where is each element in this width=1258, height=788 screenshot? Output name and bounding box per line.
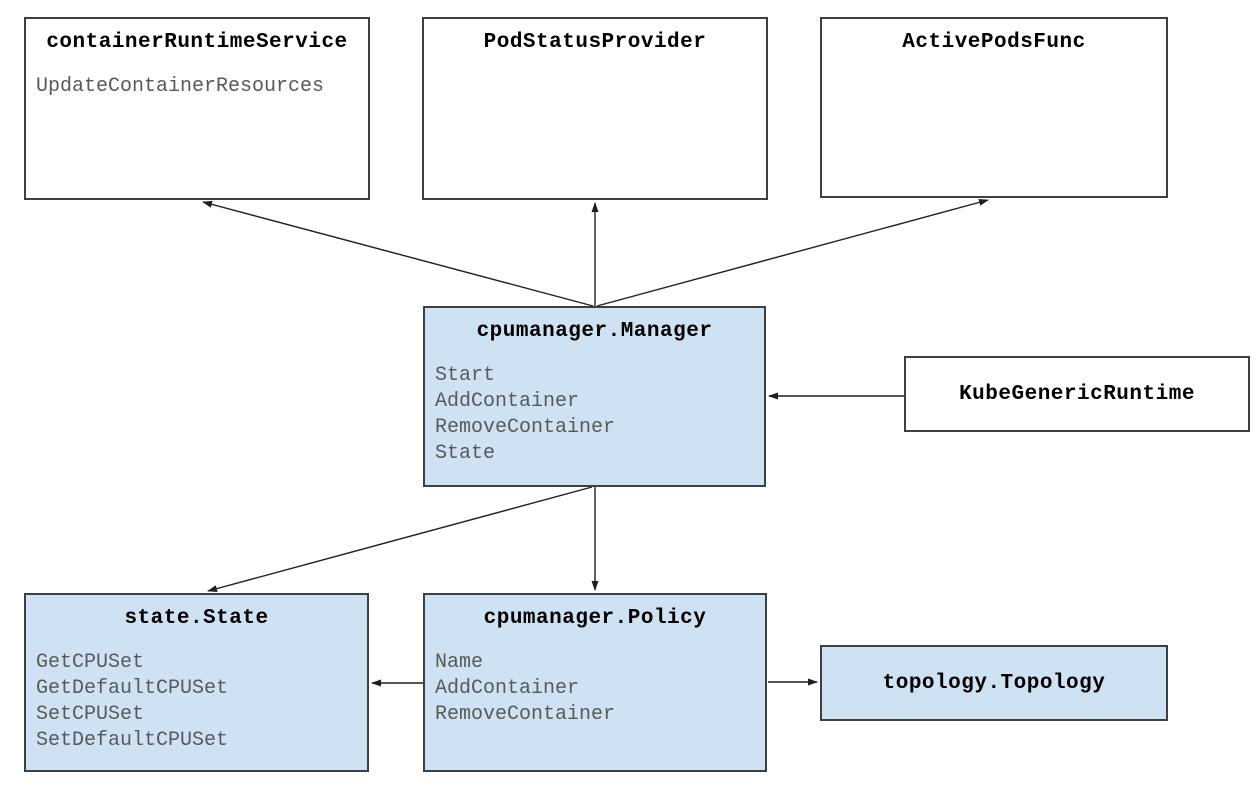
method-item: GetCPUSet <box>36 651 145 674</box>
node-title: state.State <box>124 607 269 630</box>
method-item: GetDefaultCPUSet <box>36 677 229 700</box>
node-methods: Start AddContainer RemoveContainer State <box>425 363 764 467</box>
method-item: SetDefaultCPUSet <box>36 729 229 752</box>
node-title: topology.Topology <box>882 671 1106 695</box>
node-title: containerRuntimeService <box>46 31 348 54</box>
node-methods: GetCPUSet GetDefaultCPUSet SetCPUSet Set… <box>26 650 367 754</box>
arrow-manager-to-containerruntimeservice <box>202 200 594 307</box>
node-methods: UpdateContainerResources <box>26 74 368 100</box>
method-item: State <box>435 442 496 465</box>
node-cpumanager-manager: cpumanager.Manager Start AddContainer Re… <box>423 306 766 487</box>
method-item: Name <box>435 651 484 674</box>
method-item: Start <box>435 364 496 387</box>
method-item: RemoveContainer <box>435 703 616 726</box>
node-methods: Name AddContainer RemoveContainer <box>425 650 765 728</box>
node-cpumanager-policy: cpumanager.Policy Name AddContainer Remo… <box>423 593 767 772</box>
method-item: UpdateContainerResources <box>36 75 325 98</box>
node-title: ActivePodsFunc <box>902 31 1086 54</box>
arrow-manager-to-activepodsfunc <box>596 198 989 307</box>
node-topology-topology: topology.Topology <box>820 645 1168 721</box>
node-pod-status-provider: PodStatusProvider <box>422 17 768 200</box>
node-title: cpumanager.Policy <box>483 607 707 630</box>
node-title: cpumanager.Manager <box>476 320 713 343</box>
node-title: KubeGenericRuntime <box>959 382 1195 406</box>
method-item: AddContainer <box>435 677 580 700</box>
method-item: SetCPUSet <box>36 703 145 726</box>
node-container-runtime-service: containerRuntimeService UpdateContainerR… <box>24 17 370 200</box>
method-item: AddContainer <box>435 390 580 413</box>
node-title: PodStatusProvider <box>483 31 707 54</box>
node-active-pods-func: ActivePodsFunc <box>820 17 1168 198</box>
method-item: RemoveContainer <box>435 416 616 439</box>
node-kube-generic-runtime: KubeGenericRuntime <box>904 356 1250 432</box>
arrow-manager-to-statestate <box>207 486 593 593</box>
node-state-state: state.State GetCPUSet GetDefaultCPUSet S… <box>24 593 369 772</box>
